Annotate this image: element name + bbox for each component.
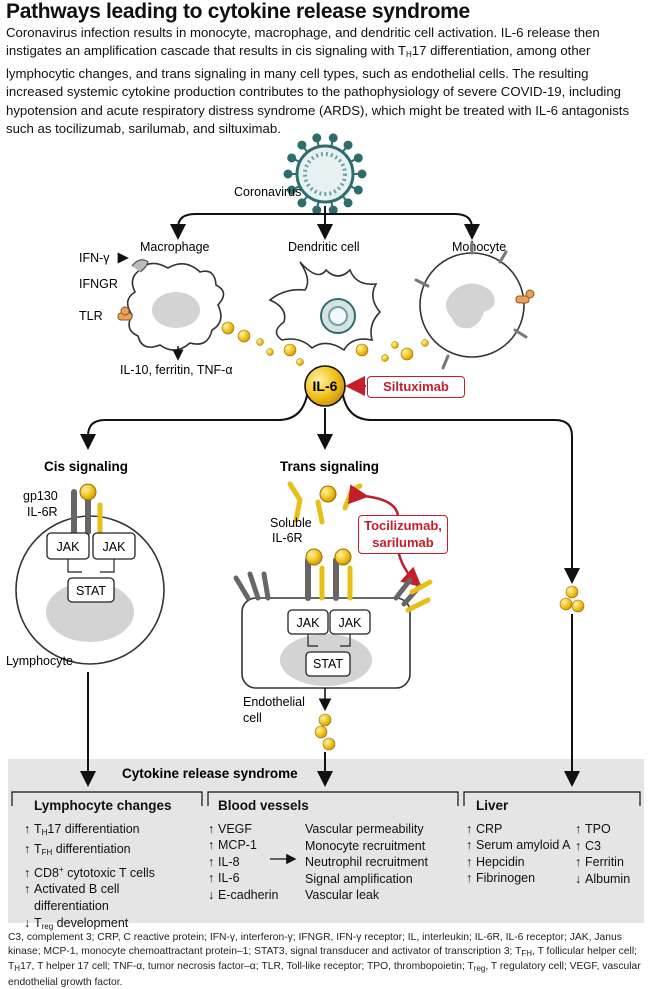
- liver-right-item: ↓Albumin: [575, 871, 631, 886]
- gp130-label: gp130: [23, 489, 58, 503]
- sarilumab-text: sarilumab: [372, 535, 434, 550]
- macrophage-output-label: IL-10, ferritin, TNF-α: [120, 363, 233, 377]
- tocilizumab-text: Tocilizumab,: [364, 518, 442, 533]
- lymph-item-tfh: ↑TFH differentiation: [24, 842, 131, 858]
- blood-left-item: ↑MCP-1: [208, 838, 257, 853]
- trans-jak-left: JAK: [297, 616, 321, 630]
- lymph-item-bcell: ↑Activated B cell: [24, 882, 120, 897]
- lymph-item-bcell-cont: differentiation: [34, 898, 109, 913]
- liver-left-item: ↑Serum amyloid A: [466, 838, 571, 853]
- trans-jak-right: JAK: [339, 616, 363, 630]
- coronavirus-icon: [283, 133, 367, 215]
- liver-right-item: ↑Ferritin: [575, 855, 624, 870]
- lymph-item-th17: ↑TH17 differentiation: [24, 821, 140, 837]
- monocyte-cell-icon: [414, 240, 535, 370]
- footnote: C3, complement 3; CRP, C reactive protei…: [8, 932, 641, 988]
- il6r-label: IL-6R: [27, 505, 58, 519]
- soluble-label-1: Soluble: [270, 516, 312, 530]
- trans-stat: STAT: [313, 657, 343, 671]
- blood-left-item: ↑IL-8: [208, 854, 240, 869]
- blood-right-item: Vascular permeability: [305, 822, 424, 836]
- blood-right-item: Signal amplification: [305, 871, 413, 886]
- blood-right-item: Vascular leak: [305, 888, 380, 903]
- intro-paragraph: Coronavirus infection results in monocyt…: [6, 25, 630, 137]
- tlr-label: TLR: [79, 309, 103, 323]
- tocilizumab-badge: Tocilizumab, sarilumab: [358, 515, 448, 554]
- liver-right-item: ↑TPO: [575, 822, 611, 836]
- endothelial-output-beads: [314, 713, 336, 751]
- trans-signaling-label: Trans signaling: [280, 459, 379, 474]
- blood-left-item: ↑IL-6: [208, 871, 240, 886]
- lymphocyte-changes-header: Lymphocyte changes: [34, 798, 172, 813]
- blood-left-item: ↑VEGF: [208, 821, 253, 836]
- blood-left-item: ↓E-cadherin: [208, 887, 279, 902]
- cis-jak-left: JAK: [57, 540, 81, 554]
- liver-right-item: ↑C3: [575, 838, 601, 853]
- lymph-item-cd8: ↑CD8+ cytotoxic T cells: [24, 864, 155, 880]
- il6-label: IL-6: [313, 378, 338, 394]
- blood-vessels-header: Blood vessels: [218, 798, 309, 813]
- macrophage-label: Macrophage: [140, 240, 210, 254]
- endothelial-label-1: Endothelial: [243, 695, 305, 709]
- liver-branch-beads: [559, 585, 585, 613]
- liver-left-item: ↑Fibrinogen: [466, 871, 536, 886]
- lymphocyte-label: Lymphocyte: [6, 654, 73, 668]
- page-title: Pathways leading to cytokine release syn…: [6, 0, 470, 23]
- gp130-receptor-icon: [71, 483, 103, 535]
- blood-right-item: Monocyte recruitment: [305, 838, 426, 853]
- liver-right-column: ↑TPO ↑C3 ↑Ferritin↓Albumin: [575, 821, 630, 887]
- crs-label: Cytokine release syndrome: [122, 766, 298, 781]
- liver-left-item: ↑CRP: [466, 821, 503, 836]
- monocyte-label: Monocyte: [452, 240, 506, 254]
- dendritic-cell-icon: [268, 261, 382, 352]
- soluble-label-2: IL-6R: [272, 531, 303, 545]
- blood-right-item: Neutrophil recruitment: [305, 855, 428, 870]
- tlr-receptor-icon: [117, 306, 133, 321]
- liver-header: Liver: [476, 798, 509, 813]
- liver-left-item: ↑Hepcidin: [466, 854, 525, 869]
- liver-column: Liver ↑CRP ↑Serum amyloid A↑Hepcidin ↑Fibr…: [466, 798, 570, 887]
- ifn-gamma-label: IFN-γ: [79, 251, 110, 265]
- siltuximab-badge: Siltuximab: [367, 376, 465, 398]
- endothelial-label-2: cell: [243, 711, 262, 725]
- lymph-item-treg: ↓Treg development: [24, 915, 129, 931]
- cis-jak-right: JAK: [103, 540, 127, 554]
- coronavirus-label: Coronavirus: [234, 185, 301, 199]
- cis-signaling-label: Cis signaling: [44, 459, 128, 474]
- lymphocyte-changes-column: Lymphocyte changes ↑TH17 differentiation…: [24, 798, 172, 935]
- macrophage-cell-icon: [126, 259, 225, 351]
- ifngr-label: IFNGR: [79, 277, 118, 291]
- cis-stat: STAT: [76, 584, 106, 598]
- dendritic-label: Dendritic cell: [288, 240, 360, 254]
- blood-vessels-column: Blood vessels ↑VEGF ↑MCP-1↑IL-8 ↑IL-6↓E-ca…: [208, 798, 309, 904]
